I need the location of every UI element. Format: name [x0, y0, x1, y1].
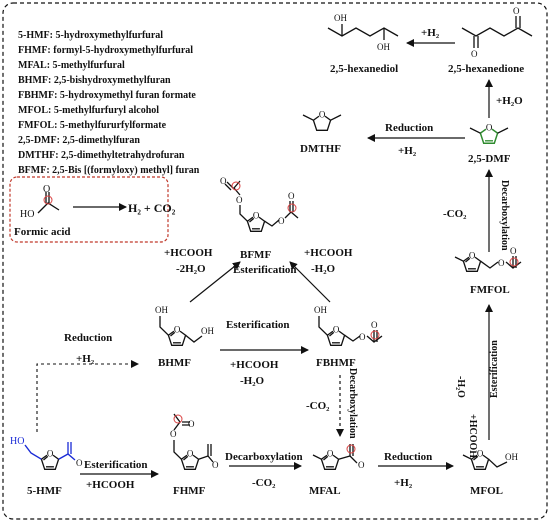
label-minus-h2o-right: -H₂O: [455, 376, 466, 398]
label-decarboxylation-bottom: Decarboxylation: [225, 451, 303, 463]
bfmf-ester-o-right: O: [278, 216, 285, 226]
hexanediol-structure: OH OH 2,5-hexanediol: [327, 13, 399, 75]
dmf-structure: O 2,5-DMF: [468, 122, 511, 165]
hexanedione-o-bottom: O: [471, 49, 478, 59]
label-plus-h2-dmthf: +H₂: [398, 145, 417, 157]
label-esterification-top: Esterification: [233, 264, 297, 276]
mfal-carbonyl-o: O: [358, 460, 365, 470]
hmf-structure: HO O 5-HMF: [10, 436, 83, 497]
formic-acid-box: HO O H₂ + CO₂ Formic acid: [9, 176, 176, 243]
arrow-fbhmf-to-bfmf: [289, 261, 331, 303]
hexanediol-oh-bottom: OH: [377, 42, 390, 52]
label-decarboxylation-mid: Decarboxylation: [347, 368, 358, 439]
legend-item: BFMF: 2,5-Bis [(formyloxy) methyl] furan: [18, 165, 200, 176]
label-reduction-bottom: Reduction: [384, 451, 432, 463]
fhmf-aldehyde-o: O: [212, 460, 219, 470]
svg-text:O: O: [319, 109, 326, 119]
fbhmf-structure: OH O O FBHMF: [314, 305, 383, 369]
label-minus-co2-bottom: -CO₂: [252, 477, 276, 489]
label-esterification-mid: Esterification: [226, 319, 290, 331]
bhmf-oh-right: OH: [201, 326, 214, 336]
dmthf-label: DMTHF: [300, 143, 341, 155]
fhmf-label: FHMF: [173, 485, 206, 497]
legend-item: DMTHF: 2,5-dimethyltetrahydrofuran: [18, 150, 185, 161]
dmf-label: 2,5-DMF: [468, 153, 511, 165]
hmf-aldehyde-o: O: [76, 458, 83, 468]
label-esterification-right: Esterification: [489, 340, 500, 398]
mfal-structure: O MFAL: [309, 444, 365, 497]
hexanedione-structure: O O 2,5-hexanedione: [448, 6, 533, 75]
label-decarboxylation-right: Decarboxylation: [499, 180, 510, 251]
formic-hydroxyl-label: HO: [20, 209, 34, 220]
label-plus-hcooh-right: +HCOOH: [467, 414, 478, 458]
fmfol-label: FMFOL: [470, 284, 510, 296]
fmfol-carbonyl-o: O: [510, 246, 517, 256]
label-minus-h2o-mid: -H₂O: [240, 375, 265, 387]
dmthf-structure: O DMTHF: [300, 109, 342, 155]
hexanediol-label: 2,5-hexanediol: [330, 63, 398, 75]
legend-item: FBHMF: 5-hydroxymethyl furan formate: [18, 90, 196, 101]
mfol-structure: OH MFOL: [462, 447, 518, 497]
bfmf-carbonyl-o-right: O: [288, 191, 295, 201]
label-plus-h2o: +H₂O: [496, 95, 523, 107]
legend-item: MFAL: 5-methylfurfural: [18, 60, 125, 71]
hmf-hydroxyl: HO: [10, 436, 24, 447]
fhmf-formyl-o: O: [188, 419, 195, 429]
hexanedione-o-top: O: [513, 6, 520, 16]
abbreviation-legend: 5-HMF: 5-hydroxymethylfurfural FHMF: for…: [18, 30, 200, 176]
legend-item: 5-HMF: 5-hydroxymethylfurfural: [18, 30, 163, 41]
bfmf-carbonyl-o-left: O: [220, 176, 227, 186]
formic-acid-label: Formic acid: [14, 226, 71, 238]
label-plus-hcooh-mid: +HCOOH: [230, 359, 279, 371]
legend-item: 2,5-DMF: 2,5-dimethylfuran: [18, 135, 140, 146]
formic-carbonyl-label: O: [43, 184, 50, 195]
label-minus-2h2o: -2H₂O: [176, 263, 206, 275]
mfal-label: MFAL: [309, 485, 341, 497]
legend-item: BHMF: 2,5-bishydroxymethylfuran: [18, 75, 171, 86]
bfmf-ester-o-left: O: [236, 195, 243, 205]
label-minus-h2o-right-top: -H₂O: [311, 263, 336, 275]
formic-products: H₂ + CO₂: [128, 201, 176, 215]
svg-text:O: O: [486, 122, 493, 132]
fbhmf-ester-o: O: [359, 332, 366, 342]
fmfol-ester-o: O: [498, 258, 505, 268]
label-esterification-bottom: Esterification: [84, 459, 148, 471]
hexanediol-oh-top: OH: [334, 13, 347, 23]
label-plus-hcooh-left: +HCOOH: [164, 247, 213, 259]
fbhmf-carbonyl-o: O: [371, 320, 378, 330]
bfmf-structure: O O O O BFMF: [220, 176, 299, 261]
label-plus-hcooh-right-top: +HCOOH: [304, 247, 353, 259]
bhmf-structure: OH OH BHMF: [155, 305, 214, 369]
hmf-label: 5-HMF: [27, 485, 62, 497]
fbhmf-label: FBHMF: [316, 357, 356, 369]
label-plus-h2-top: +H₂: [421, 27, 440, 39]
label-plus-h2-bottom: +H₂: [394, 477, 413, 489]
arrow-hmf-to-bhmf: [36, 360, 139, 432]
fbhmf-oh: OH: [314, 305, 327, 315]
mfol-oh: OH: [505, 452, 518, 462]
fhmf-ester-o: O: [170, 429, 177, 439]
legend-item: FMFOL: 5-methylfururfylformate: [18, 120, 167, 131]
label-plus-hcooh-bottom: +HCOOH: [86, 479, 135, 491]
label-plus-h2-left: +H₂: [76, 353, 95, 365]
fhmf-structure: O O O FHMF: [170, 413, 219, 497]
bhmf-label: BHMF: [158, 357, 191, 369]
arrow-bhmf-to-bfmf: [189, 261, 241, 303]
label-minus-co2-mid: -CO₂: [306, 400, 330, 412]
bhmf-oh-left: OH: [155, 305, 168, 315]
hexanedione-label: 2,5-hexanedione: [448, 63, 524, 75]
label-reduction-left: Reduction: [64, 332, 112, 344]
label-minus-co2-right: -CO₂: [443, 208, 467, 220]
fmfol-structure: O O FMFOL: [454, 246, 522, 296]
legend-item: MFOL: 5-methylfurfuryl alcohol: [18, 105, 159, 116]
label-reduction-top: Reduction: [385, 122, 433, 134]
legend-item: FHMF: formyl-5-hydroxymethylfurfural: [18, 45, 193, 56]
bfmf-label: BFMF: [240, 249, 271, 261]
mfol-label: MFOL: [470, 485, 503, 497]
